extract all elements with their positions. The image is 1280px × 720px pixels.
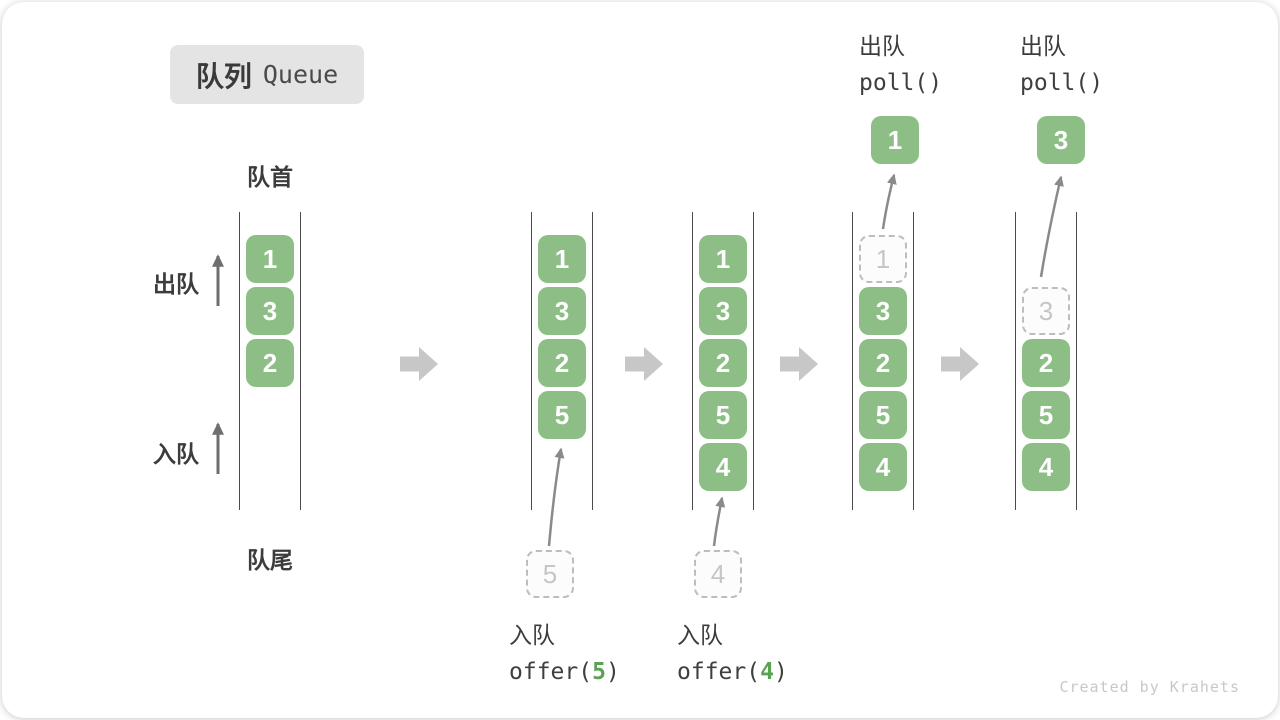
queue-item: 2 — [699, 339, 747, 387]
queue-item: 5 — [538, 391, 586, 439]
enqueue-op-label: 入队 — [677, 622, 723, 648]
queue-item: 4 — [1022, 443, 1070, 491]
queue-item: 3 — [246, 287, 294, 335]
enqueue-op-1: 入队 offer(5) — [509, 620, 620, 687]
queue-state-4: 1 3 2 5 4 — [852, 212, 914, 510]
step-arrow-icon — [625, 347, 663, 381]
title-zh: 队列 — [195, 60, 252, 92]
queue-state-3: 1 3 2 5 4 — [692, 212, 754, 510]
enqueue-op-code: offer(5) — [509, 659, 620, 685]
step-arrow-icon — [941, 347, 979, 381]
enqueue-arg: 5 — [592, 659, 606, 685]
enqueue-op-2: 入队 offer(4) — [677, 620, 788, 687]
queue-front-label: 队首 — [247, 164, 293, 190]
queue-state-5: 3 2 5 4 — [1015, 212, 1077, 510]
title-en: Queue — [262, 60, 339, 89]
enqueue-side-label: 入队 — [153, 441, 199, 467]
dequeue-op-label: 出队 — [1020, 33, 1066, 59]
queue-item: 5 — [1022, 391, 1070, 439]
enqueue-op-code: offer(4) — [677, 659, 788, 685]
dequeue-side-label: 出队 — [153, 271, 199, 297]
queue-item: 5 — [699, 391, 747, 439]
dequeue-op-1: 出队 poll() — [859, 31, 942, 98]
dequeue-op-code: poll() — [1020, 70, 1104, 96]
queue-item-removed: 3 — [1022, 287, 1070, 335]
enqueue-arg: 4 — [760, 659, 774, 685]
queue-item: 2 — [538, 339, 586, 387]
step-arrow-icon — [780, 347, 818, 381]
enqueue-pending-value: 5 — [526, 550, 574, 598]
dequeue-op-code: poll() — [859, 70, 943, 96]
queue-item: 1 — [246, 235, 294, 283]
dequeued-value: 3 — [1037, 116, 1085, 164]
queue-item: 5 — [859, 391, 907, 439]
dequeued-value: 1 — [871, 116, 919, 164]
step-arrow-icon — [400, 347, 438, 381]
queue-item: 2 — [246, 339, 294, 387]
queue-item: 3 — [699, 287, 747, 335]
dequeue-op-2: 出队 poll() — [1020, 31, 1103, 98]
dequeue-op-label: 出队 — [859, 33, 905, 59]
enqueue-op-label: 入队 — [509, 622, 555, 648]
queue-item-removed: 1 — [859, 235, 907, 283]
enqueue-pending-value: 4 — [694, 550, 742, 598]
queue-item: 2 — [1022, 339, 1070, 387]
queue-item: 4 — [699, 443, 747, 491]
queue-rear-label: 队尾 — [247, 547, 293, 573]
queue-item: 1 — [699, 235, 747, 283]
queue-item: 2 — [859, 339, 907, 387]
queue-item: 4 — [859, 443, 907, 491]
queue-item: 1 — [538, 235, 586, 283]
credit-text: Created by Krahets — [1059, 678, 1240, 696]
queue-state-1: 1 3 2 — [239, 212, 301, 510]
title-badge: 队列 Queue — [170, 45, 364, 104]
queue-item: 3 — [859, 287, 907, 335]
queue-state-2: 1 3 2 5 — [531, 212, 593, 510]
queue-item: 3 — [538, 287, 586, 335]
